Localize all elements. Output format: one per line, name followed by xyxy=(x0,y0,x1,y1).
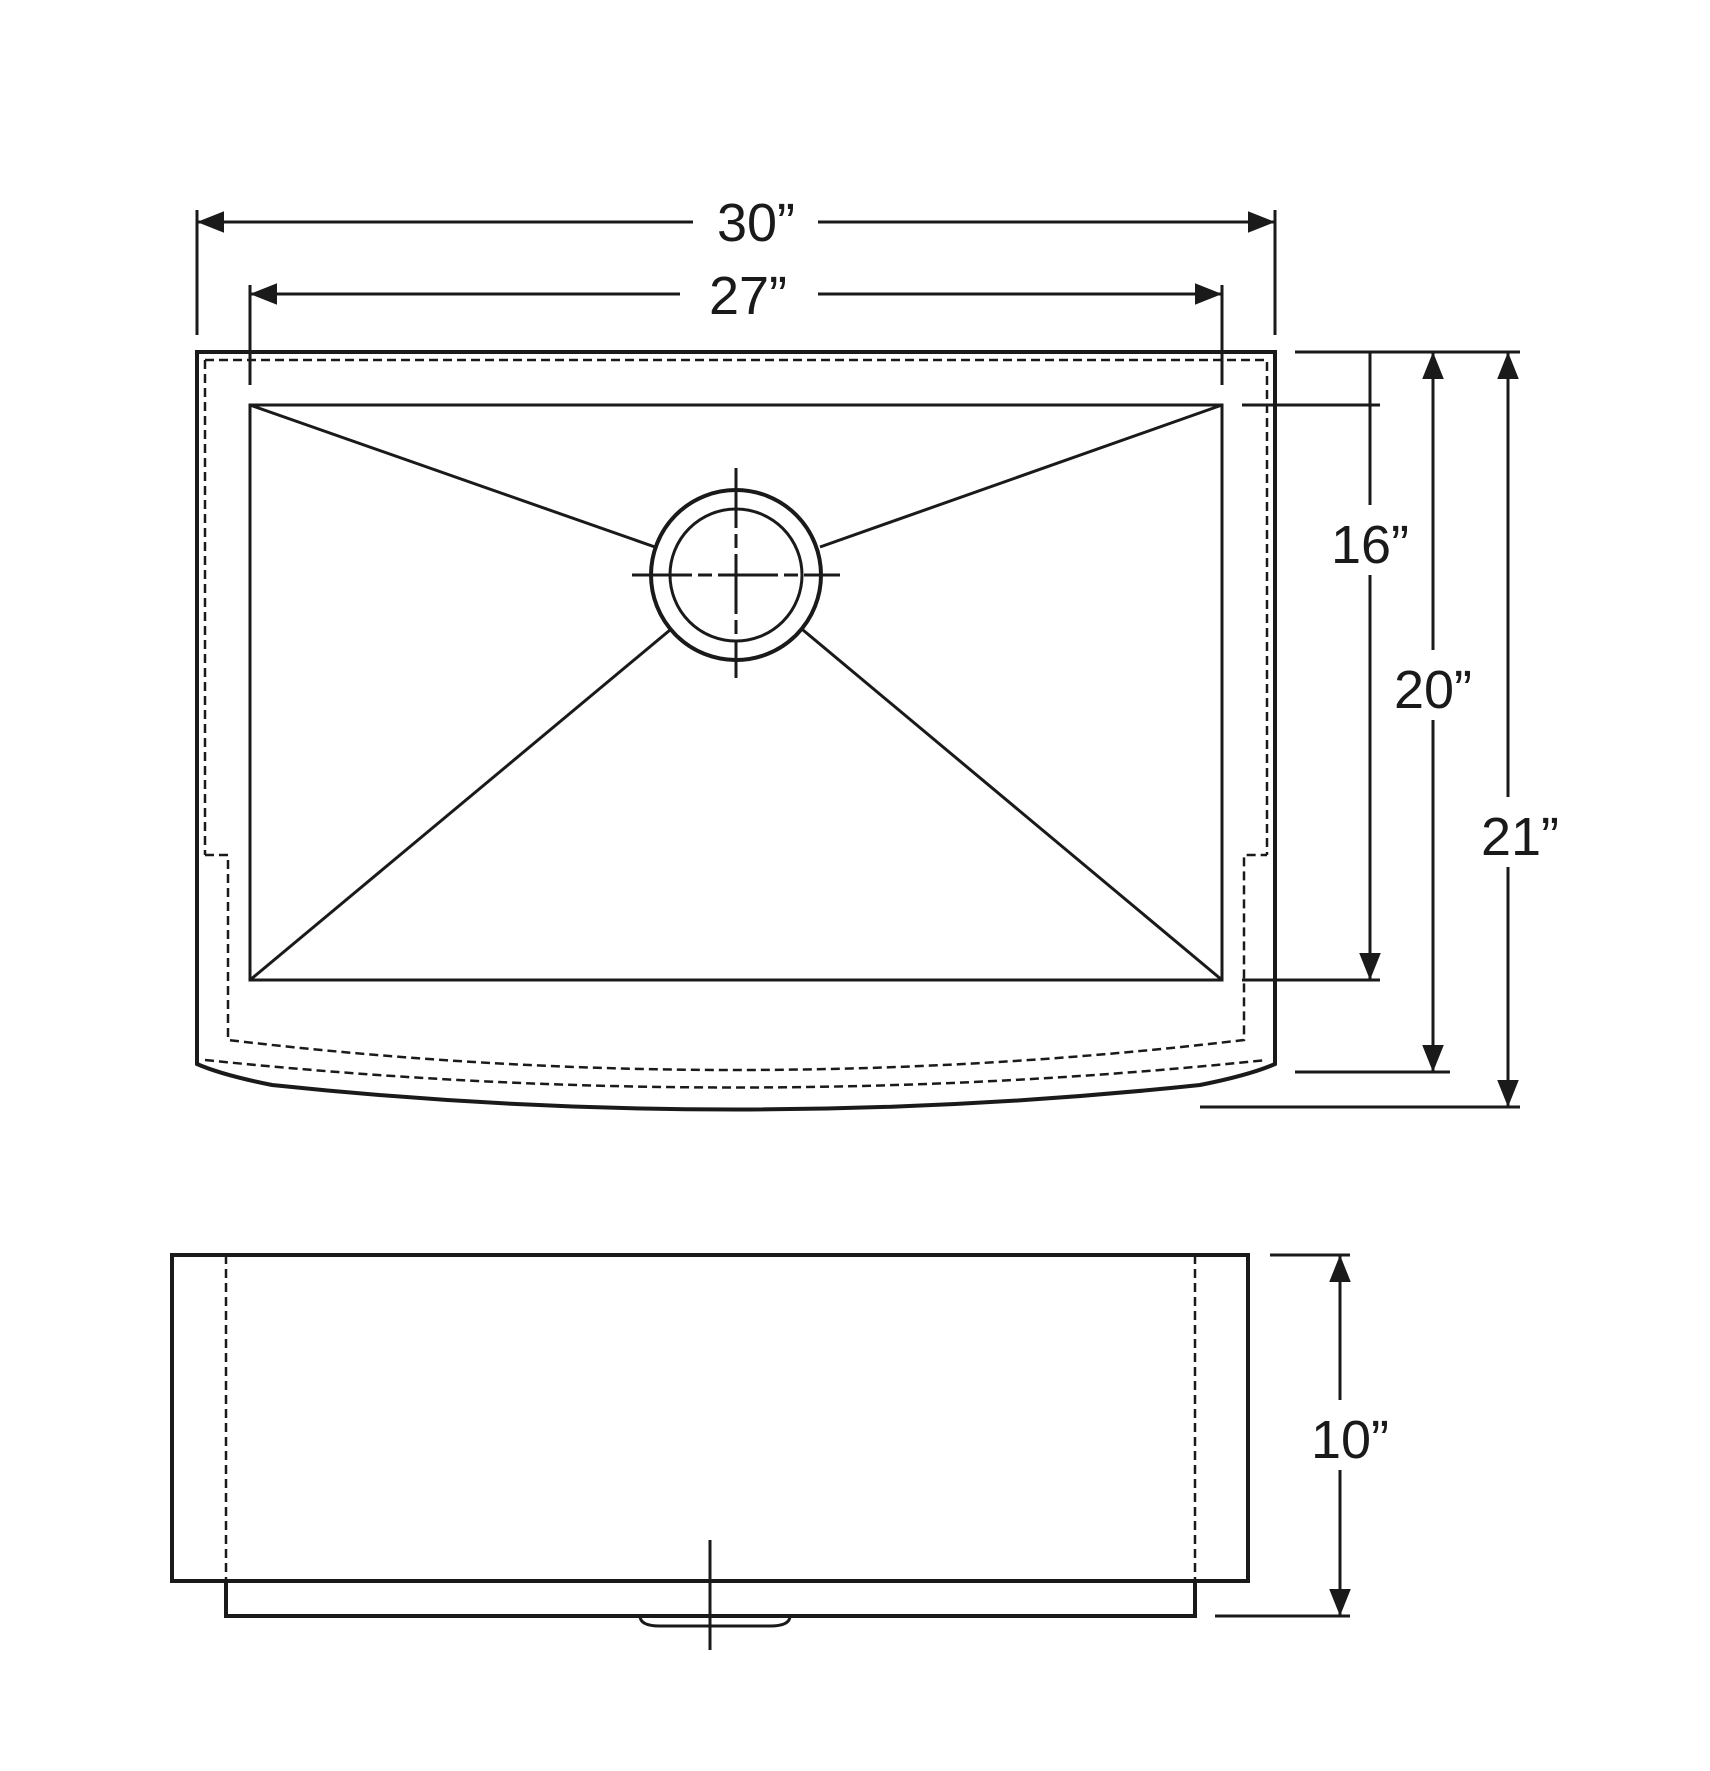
slope-line-bottom-left xyxy=(249,628,671,982)
dim-label-bowl-depth: 16” xyxy=(1331,515,1409,575)
dim-label-bg-21 xyxy=(1460,797,1556,867)
dim-label-bowl-width: 27” xyxy=(709,266,787,326)
apron-front-outline xyxy=(170,1253,1250,1583)
dim-label-bg-20 xyxy=(1383,650,1483,720)
dim-label-height: 10” xyxy=(1311,1410,1389,1470)
bowl-outline xyxy=(248,403,1224,982)
slope-line-top-right xyxy=(819,403,1223,549)
sink-outer-outline xyxy=(195,350,1277,1112)
dim-label-overall-width: 30” xyxy=(717,193,795,253)
side-view: 10” xyxy=(170,1253,1390,1650)
apron-notch-left xyxy=(205,853,1267,1072)
slope-line-top-left xyxy=(249,403,656,549)
apron-dashed-curve xyxy=(204,1058,1268,1089)
drain-bump xyxy=(638,1615,792,1628)
rim-dashed-line xyxy=(205,358,1269,855)
dim-label-bg-10 xyxy=(1290,1400,1390,1470)
slope-line-bottom-right xyxy=(802,628,1223,982)
top-view: 30” 27” 16” 20” 21” xyxy=(195,193,1559,1112)
dim-label-depth-with-apron: 21” xyxy=(1481,807,1559,867)
dim-label-bg-16 xyxy=(1320,505,1420,575)
dim-label-overall-depth: 20” xyxy=(1394,660,1472,720)
